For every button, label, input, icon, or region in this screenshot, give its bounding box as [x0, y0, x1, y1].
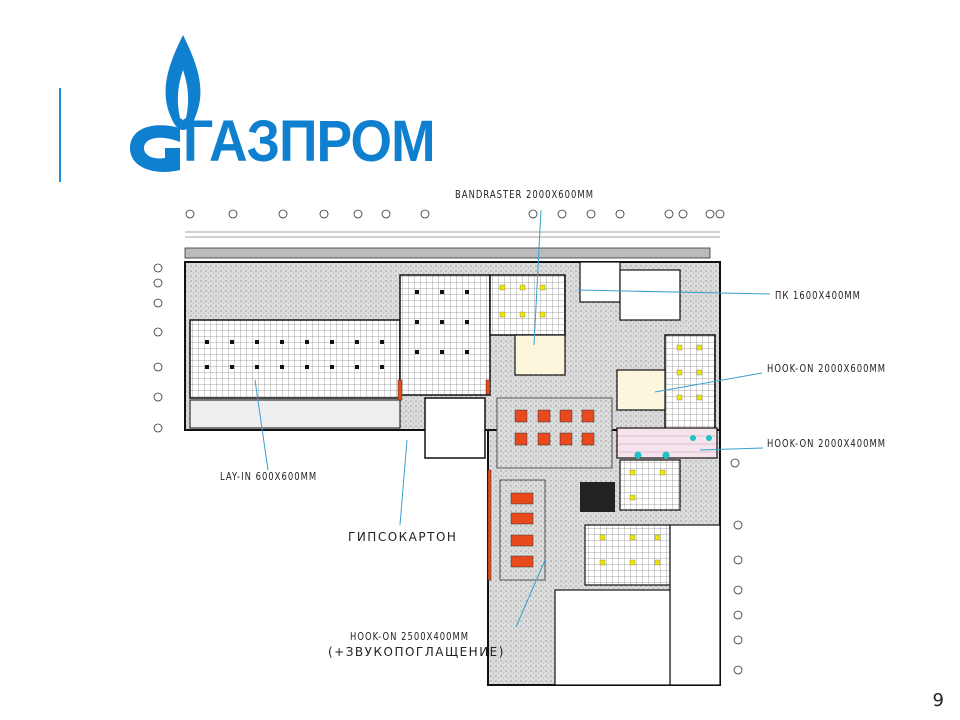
- page-number: 9: [932, 690, 944, 711]
- label-layin: LAY-IN 600X600MM: [220, 470, 318, 483]
- floor-area: [184, 261, 721, 686]
- accent-divider: [59, 88, 61, 182]
- label-gipsokarton: ГИПСОКАРТОН: [348, 530, 458, 544]
- cyan-fixtures: [634, 435, 712, 459]
- red-acoustic-panels: [397, 379, 595, 581]
- label-hookon-2000x600: HOOK-ON 2000X600MM: [767, 362, 887, 375]
- label-bandraster: BANDRASTER 2000X600MM: [455, 188, 594, 201]
- label-hookon-2000x400: HOOK-ON 2000X400MM: [767, 437, 887, 450]
- label-hookon-2500x400-note: (+ЗВУКОПОГЛАЩЕНИЕ): [328, 645, 505, 659]
- gazprom-logo-text: ГАЗПРОМ: [183, 109, 436, 174]
- leader-lines: [254, 209, 771, 628]
- yellow-fixtures: [499, 284, 703, 566]
- dimension-lines: [185, 231, 720, 238]
- gazprom-flame-logo: [130, 35, 201, 172]
- lay-in-fixtures: [205, 290, 469, 369]
- axis-markers: [153, 209, 743, 675]
- label-pk: ПК 1600X400MM: [775, 289, 861, 302]
- label-hookon-2500x400: HOOK-ON 2500X400MM: [350, 630, 470, 643]
